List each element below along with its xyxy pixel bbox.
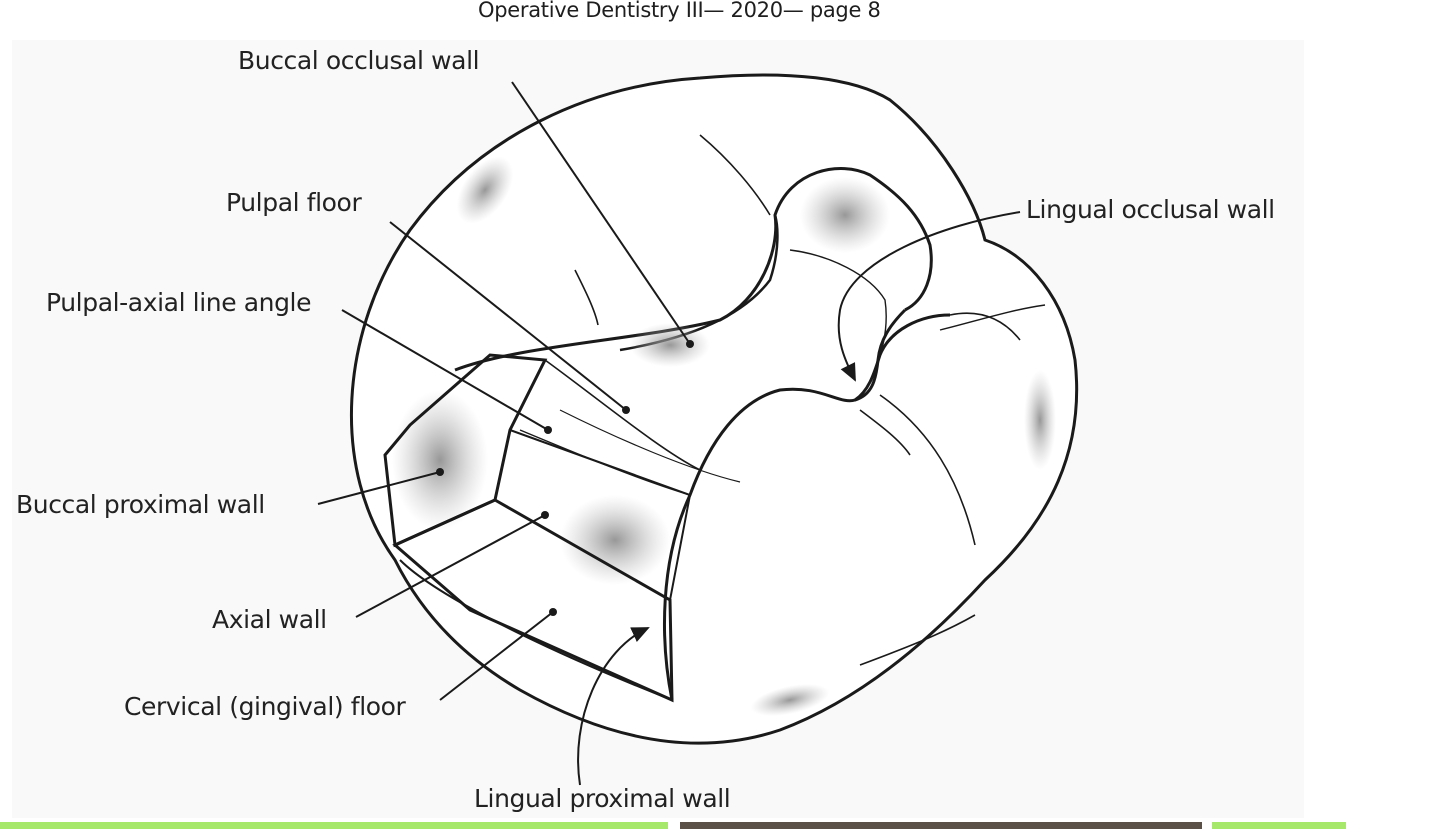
leader-cervical-floor — [439, 611, 554, 701]
label-pulpal-floor: Pulpal floor — [226, 188, 362, 217]
progress-bar-segment-end — [1212, 822, 1346, 829]
label-buccal-occlusal-wall: Buccal occlusal wall — [238, 46, 480, 75]
label-cervical-floor: Cervical (gingival) floor — [124, 692, 406, 721]
label-pulpal-axial-line-angle: Pulpal-axial line angle — [46, 288, 312, 317]
leader-buccal-proximal-wall — [317, 471, 441, 505]
leader-axial-wall — [355, 514, 546, 618]
leader-lingual-occlusal-wall — [837, 211, 1021, 382]
label-lingual-occlusal-wall: Lingual occlusal wall — [1026, 195, 1275, 224]
tooth-outline — [349, 73, 1079, 745]
label-lingual-proximal-wall: Lingual proximal wall — [474, 784, 731, 813]
leader-lingual-proximal-wall — [577, 627, 650, 786]
leader-pulpal-axial-line-angle — [341, 309, 549, 431]
progress-bar-segment-dark — [680, 822, 1202, 829]
cervical-floor-shape — [392, 498, 674, 703]
buccal-occlusal-wall-shape — [454, 167, 933, 372]
leader-pulpal-floor — [389, 221, 627, 411]
label-buccal-proximal-wall: Buccal proximal wall — [16, 490, 265, 519]
progress-bar-segment-green — [0, 822, 668, 829]
pulpal-floor-line — [544, 359, 701, 471]
label-axial-wall: Axial wall — [212, 605, 327, 634]
page-header: Operative Dentistry III— 2020— page 8 — [478, 0, 881, 22]
leader-buccal-occlusal-wall — [511, 81, 691, 345]
